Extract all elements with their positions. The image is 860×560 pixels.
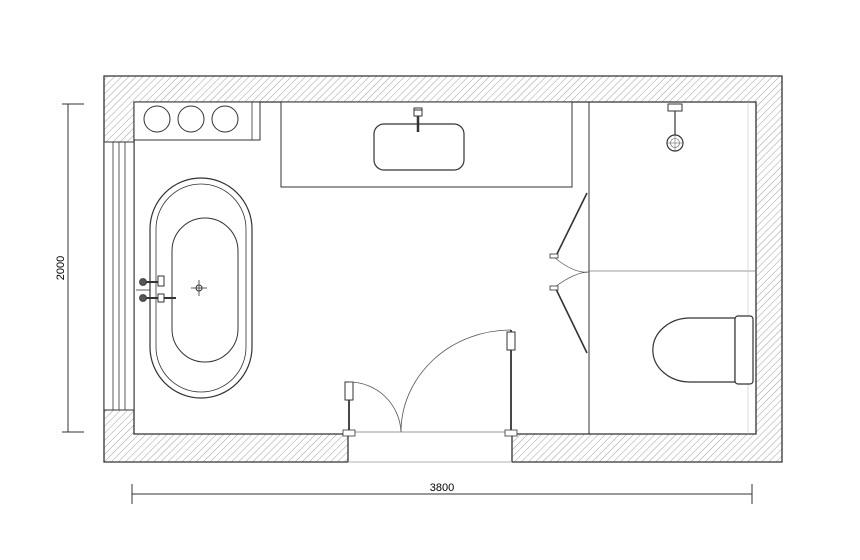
double-swing-entry-door: [342, 329, 518, 437]
towel-roll-2: [177, 105, 205, 133]
shower-head-icon: [666, 103, 684, 152]
towel-roll-3: [211, 105, 239, 133]
vanity-countertop-with-basin: [280, 101, 573, 188]
bifold-shower-door: [549, 192, 590, 354]
window-left: [103, 141, 135, 411]
tub-faucet-icon: [136, 275, 176, 303]
basin-faucet-icon: [413, 107, 423, 132]
wall-hung-toilet: [652, 315, 754, 385]
height-dimension-label: 2000: [55, 256, 67, 280]
tub-drain-icon: [191, 280, 207, 296]
dimension-height: 2000: [55, 103, 84, 433]
towel-rolls-shelf: [133, 101, 261, 141]
width-dimension-label: 3800: [430, 482, 454, 494]
towel-roll-1: [143, 105, 171, 133]
dimension-width: 3800: [131, 482, 753, 504]
shower-partition: [588, 102, 756, 434]
freestanding-bathtub: [136, 177, 253, 399]
